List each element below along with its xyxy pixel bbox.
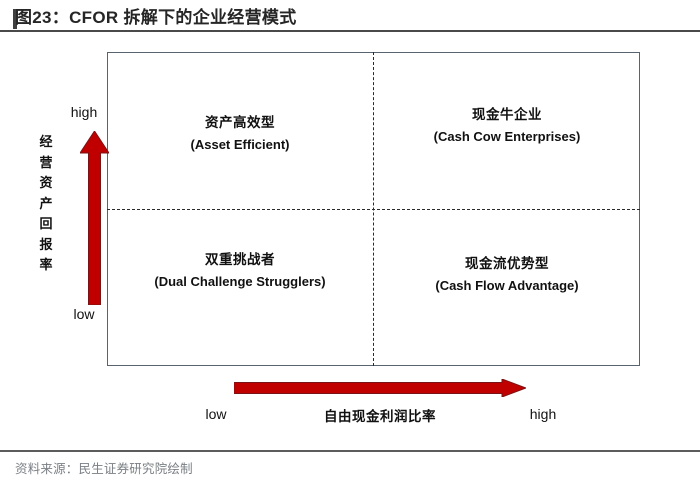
quadrant-top-right: 现金牛企业 (Cash Cow Enterprises) bbox=[378, 105, 636, 146]
x-axis-high-label: high bbox=[529, 406, 557, 422]
quadrant-top-left: 资产高效型 (Asset Efficient) bbox=[112, 113, 368, 154]
y-axis-title-char: 率 bbox=[39, 257, 53, 272]
x-axis-arrow-right-icon bbox=[234, 379, 526, 397]
title-divider bbox=[0, 30, 700, 32]
y-axis-low-label: low bbox=[73, 306, 95, 322]
figure-header: 图23：CFOR 拆解下的企业经营模式 bbox=[0, 0, 700, 34]
y-axis-title-char: 营 bbox=[39, 154, 53, 170]
quadrant-label-cn: 现金流优势型 bbox=[465, 256, 549, 271]
y-axis-title-char: 回 bbox=[39, 216, 53, 231]
quadrant-label-en: (Dual Challenge Strugglers) bbox=[154, 273, 326, 289]
y-axis-title-char: 产 bbox=[39, 195, 53, 211]
y-axis-title-char: 资 bbox=[39, 175, 53, 190]
quadrant-bottom-right: 现金流优势型 (Cash Flow Advantage) bbox=[378, 254, 636, 295]
source-note: 资料来源：民生证券研究院绘制 bbox=[15, 462, 193, 476]
x-axis-title: 自由现金利润比率 bbox=[324, 409, 436, 424]
matrix-diagram: 资产高效型 (Asset Efficient) 现金牛企业 (Cash Cow … bbox=[0, 34, 700, 440]
quadrant-label-cn: 资产高效型 bbox=[205, 115, 275, 130]
page-title: 图23：CFOR 拆解下的企业经营模式 bbox=[15, 8, 297, 27]
y-axis-title-char: 经 bbox=[39, 134, 53, 149]
x-axis-low-label: low bbox=[205, 406, 227, 422]
quadrant-label-en: (Cash Cow Enterprises) bbox=[433, 128, 581, 144]
y-axis-title-char: 报 bbox=[39, 236, 53, 252]
y-axis-title: 经 营 资 产 回 报 率 bbox=[35, 132, 57, 276]
title-accent-bar bbox=[13, 9, 17, 29]
y-axis-arrow-up-icon bbox=[80, 131, 109, 305]
quadrant-label-en: (Cash Flow Advantage) bbox=[435, 277, 579, 293]
quadrant-divider-horizontal bbox=[107, 209, 640, 210]
quadrant-label-cn: 双重挑战者 bbox=[205, 252, 275, 267]
quadrant-bottom-left: 双重挑战者 (Dual Challenge Strugglers) bbox=[112, 250, 368, 291]
quadrant-label-cn: 现金牛企业 bbox=[472, 107, 542, 122]
quadrant-label-en: (Asset Efficient) bbox=[190, 136, 290, 152]
y-axis-high-label: high bbox=[70, 104, 98, 120]
footer-divider bbox=[0, 450, 700, 452]
